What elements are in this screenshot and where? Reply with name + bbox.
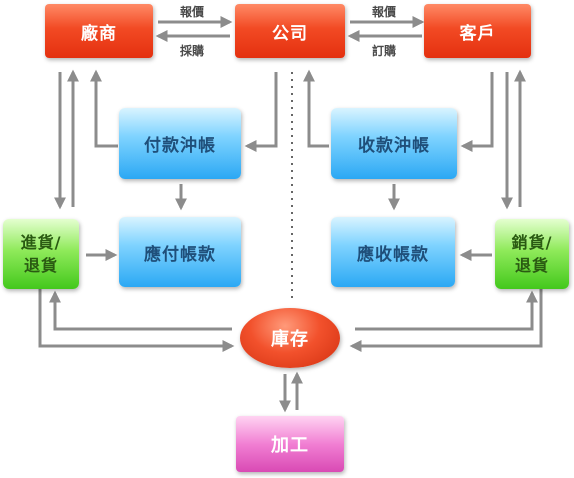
arrow-inventory-to-purchase (49, 290, 232, 331)
node-customer-label: 客戶 (459, 23, 496, 44)
label-customer-order: 訂購 (372, 44, 397, 58)
node-processing-label: 加工 (271, 435, 309, 456)
arrow-purchase-to-inventory (38, 289, 235, 352)
node-payment-offset-label: 付款沖帳 (144, 136, 216, 156)
node-processing[interactable]: 加工 (236, 416, 344, 472)
arrow-receipt-to-company (303, 69, 329, 148)
node-purchase-return[interactable]: 進貨/ 退貨 (3, 219, 79, 289)
arrow-sales-to-inventory (349, 289, 543, 352)
node-customer[interactable]: 客戶 (424, 4, 531, 58)
node-accounts-receivable[interactable]: 應收帳款 (331, 217, 455, 287)
node-payment-offset[interactable]: 付款沖帳 (119, 108, 241, 179)
label-vendor-quote: 報價 (180, 5, 205, 19)
node-company-label: 公司 (272, 23, 308, 44)
arrow-company-to-payment (244, 72, 278, 152)
node-sales-return[interactable]: 銷貨/ 退貨 (495, 219, 569, 289)
node-vendor[interactable]: 廠商 (45, 4, 153, 58)
node-company[interactable]: 公司 (235, 4, 345, 58)
node-inventory-label: 庫存 (271, 329, 309, 350)
arrow-customer-to-receipt (460, 72, 494, 152)
label-company-purchase: 採購 (180, 44, 205, 58)
node-sales-return-label: 銷貨/ 退貨 (511, 233, 553, 275)
node-receipt-offset-label: 收款沖帳 (358, 136, 430, 156)
node-receipt-offset[interactable]: 收款沖帳 (331, 108, 457, 179)
node-inventory[interactable]: 庫存 (240, 308, 340, 368)
node-accounts-payable-label: 應付帳款 (144, 244, 216, 265)
node-accounts-receivable-label: 應收帳款 (357, 244, 429, 265)
node-vendor-label: 廠商 (81, 23, 117, 44)
arrow-inventory-to-sales (355, 290, 538, 331)
arrow-payment-to-vendor (90, 69, 118, 148)
node-accounts-payable[interactable]: 應付帳款 (119, 217, 241, 287)
label-customer-quote: 報價 (372, 5, 397, 19)
node-purchase-return-label: 進貨/ 退貨 (20, 233, 62, 275)
